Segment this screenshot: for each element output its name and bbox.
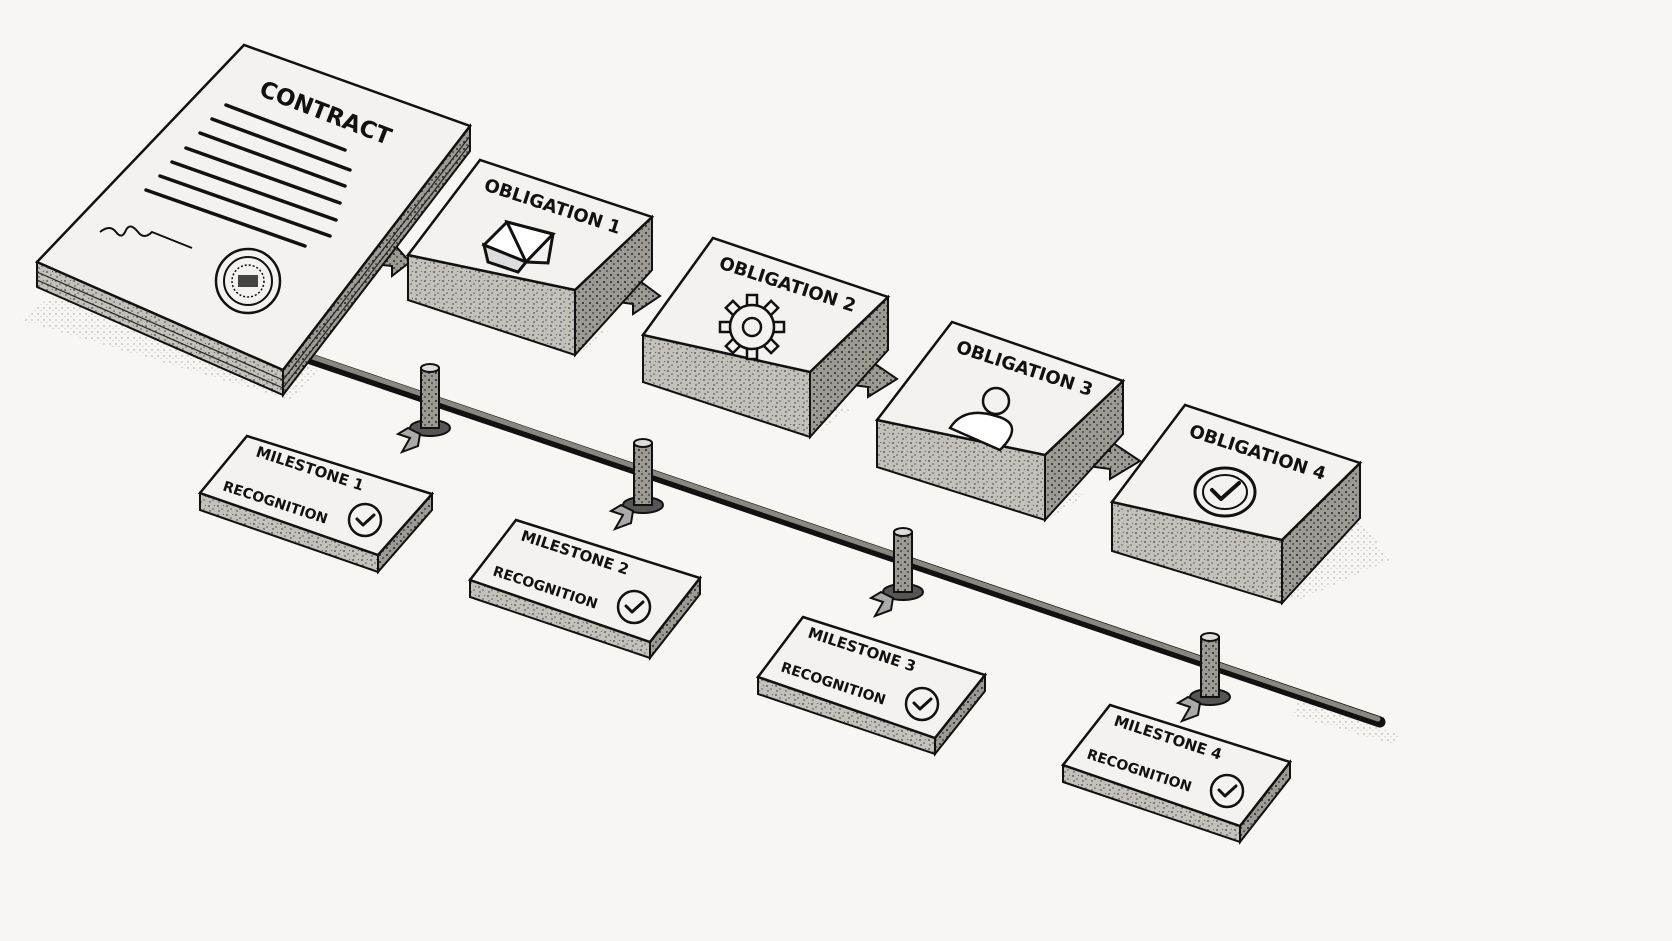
milestone-pin-3 xyxy=(868,527,924,618)
check-circle-icon xyxy=(616,589,652,625)
milestone-2-card: MILESTONE 2 RECOGNITION xyxy=(467,518,703,661)
obligation-1-block: OBLIGATION 1 xyxy=(405,158,655,358)
milestone-4-card: MILESTONE 4 RECOGNITION xyxy=(1060,703,1293,845)
milestone-pin-1 xyxy=(395,363,451,454)
contract-text-lines xyxy=(144,103,352,248)
check-circle-icon xyxy=(904,686,940,722)
signature-icon xyxy=(99,225,193,249)
milestone-1-card: MILESTONE 1 RECOGNITION xyxy=(197,434,435,575)
milestone-3-card: MILESTONE 3 RECOGNITION xyxy=(755,615,988,757)
check-circle-icon xyxy=(1209,773,1245,809)
check-circle-icon xyxy=(1193,466,1257,518)
contract-document: CONTRACT xyxy=(34,43,473,398)
cube-icon xyxy=(481,219,556,274)
timeline-rod xyxy=(284,346,1386,728)
milestone-pin-2 xyxy=(608,438,664,531)
person-icon xyxy=(948,386,1014,452)
seal-stamp-icon xyxy=(214,247,282,315)
obligation-2-block: OBLIGATION 2 xyxy=(640,236,891,440)
obligation-3-block: OBLIGATION 3 xyxy=(874,320,1126,523)
milestone-pin-4 xyxy=(1175,632,1231,723)
gear-icon xyxy=(718,293,786,361)
check-circle-icon xyxy=(347,502,383,538)
